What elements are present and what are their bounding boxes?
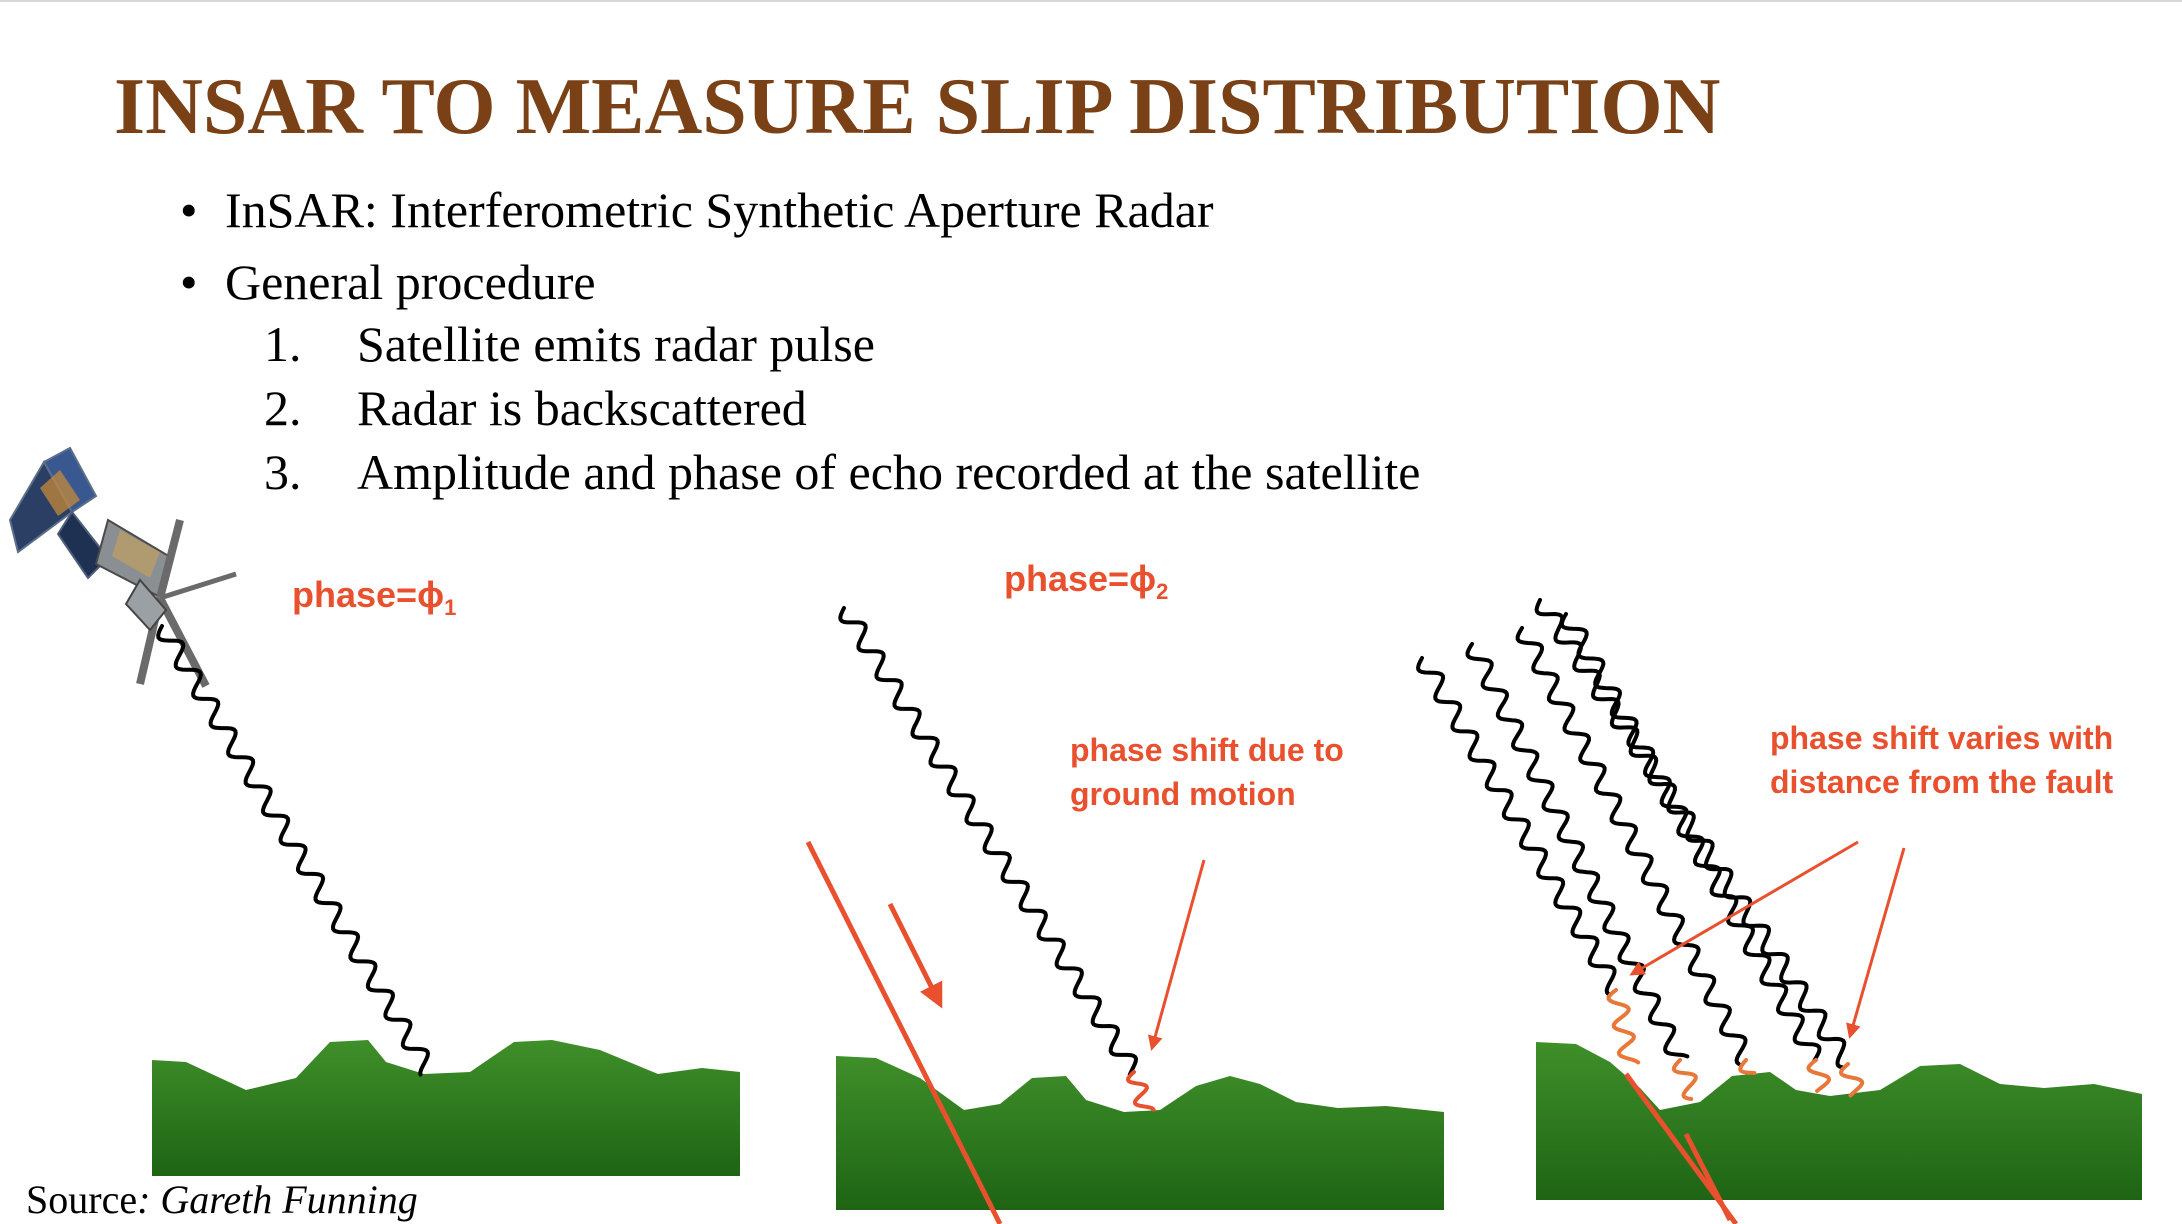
note-line: phase shift due to: [1070, 732, 1344, 768]
shifted-wave-panel-3: [1606, 988, 1641, 1065]
shifted-wave-panel-2: [1125, 1070, 1156, 1112]
phase2-prefix: phase=: [1004, 558, 1130, 599]
radar-wave-panel-3: [1416, 656, 1617, 997]
radar-wave-panel-2: [838, 606, 1139, 1077]
phase1-prefix: phase=: [292, 574, 418, 615]
shifted-wave-panel-3: [1738, 1058, 1757, 1075]
phase1-label: phase=ϕ1: [292, 574, 456, 629]
slide-title: INSAR TO MEASURE SLIP DISTRIBUTION: [114, 63, 1721, 151]
slip-arrow-panel-2: [887, 902, 943, 1009]
note-line: distance from the fault: [1770, 764, 2114, 800]
ground-panel-2: [836, 1056, 1444, 1210]
source-credit: Source: Gareth Funning: [26, 1176, 418, 1224]
step-text: Radar is backscattered: [357, 380, 807, 436]
step-number: 3.: [264, 444, 302, 500]
phase2-label: phase=ϕ2: [1004, 558, 1168, 613]
bullet-glyph: •: [180, 254, 198, 310]
fault-line-panel-2: [805, 840, 1003, 1224]
radar-wave-panel-3: [1515, 626, 1748, 1066]
step-number: 1.: [264, 316, 302, 372]
phase1-symbol: ϕ: [417, 574, 445, 615]
step-text: Amplitude and phase of echo recorded at …: [357, 444, 1421, 500]
bullet-text: General procedure: [225, 254, 596, 310]
phase2-symbol: ϕ: [1129, 558, 1157, 599]
note-line: phase shift varies with: [1770, 720, 2114, 756]
bullet-text: InSAR: Interferometric Synthetic Apertur…: [225, 182, 1214, 238]
shifted-wave-panel-3: [1838, 1062, 1865, 1098]
slip-arrow-panel-3: [1683, 1132, 1733, 1222]
radar-wave-panel-3: [1534, 598, 1847, 1070]
note-line: ground motion: [1070, 776, 1296, 812]
source-author: : Gareth Funning: [137, 1177, 418, 1222]
satellite-icon: [8, 446, 237, 688]
radar-wave-panel-3: [1559, 612, 1822, 1063]
diagram-drawings: [152, 598, 2142, 1224]
top-border: [0, 0, 2182, 2]
bullet-glyph: •: [180, 182, 198, 238]
ground-motion-note: phase shift due to ground motion: [1070, 728, 1344, 816]
fault-distance-note: phase shift varies with distance from th…: [1770, 716, 2113, 804]
phase1-subscript: 1: [444, 595, 457, 621]
ground-motion-pointer: [1147, 859, 1206, 1051]
shifted-wave-panel-3: [1806, 1058, 1832, 1093]
ground-panel-1: [152, 1040, 740, 1176]
step-number: 2.: [264, 380, 302, 436]
step-text: Satellite emits radar pulse: [357, 316, 875, 372]
source-label: Source: [26, 1177, 138, 1222]
shifted-wave-panel-3: [1671, 1058, 1698, 1101]
fault-distance-pointer-right: [1846, 847, 1906, 1039]
phase2-subscript: 2: [1156, 579, 1169, 605]
fault-distance-pointer-left: [1629, 840, 1859, 976]
radar-wave-panel-1: [156, 624, 431, 1077]
radar-wave-panel-3: [1465, 642, 1690, 1059]
